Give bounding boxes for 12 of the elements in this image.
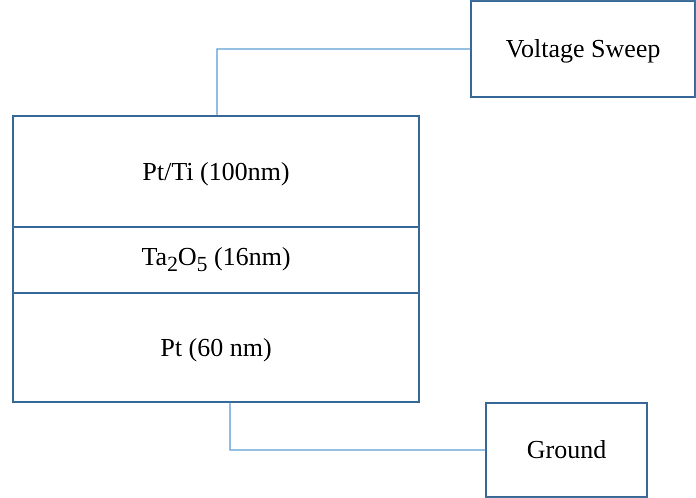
layer-box: [12, 226, 420, 294]
layer-label: Voltage Sweep: [506, 34, 660, 64]
layer-label: Ground: [526, 435, 606, 465]
layer-label: Pt (60 nm): [160, 332, 272, 362]
connector-line: [216, 48, 470, 115]
layer-box: [12, 292, 420, 403]
signal-box: [470, 0, 696, 98]
layer-label: Pt/Ti (100nm): [142, 156, 290, 186]
layer-box: [12, 115, 420, 228]
layer-label: Ta$_{2}$O$_{5}$ (16nm): [141, 242, 291, 278]
connector-line: [229, 403, 485, 451]
signal-box: [485, 402, 648, 498]
